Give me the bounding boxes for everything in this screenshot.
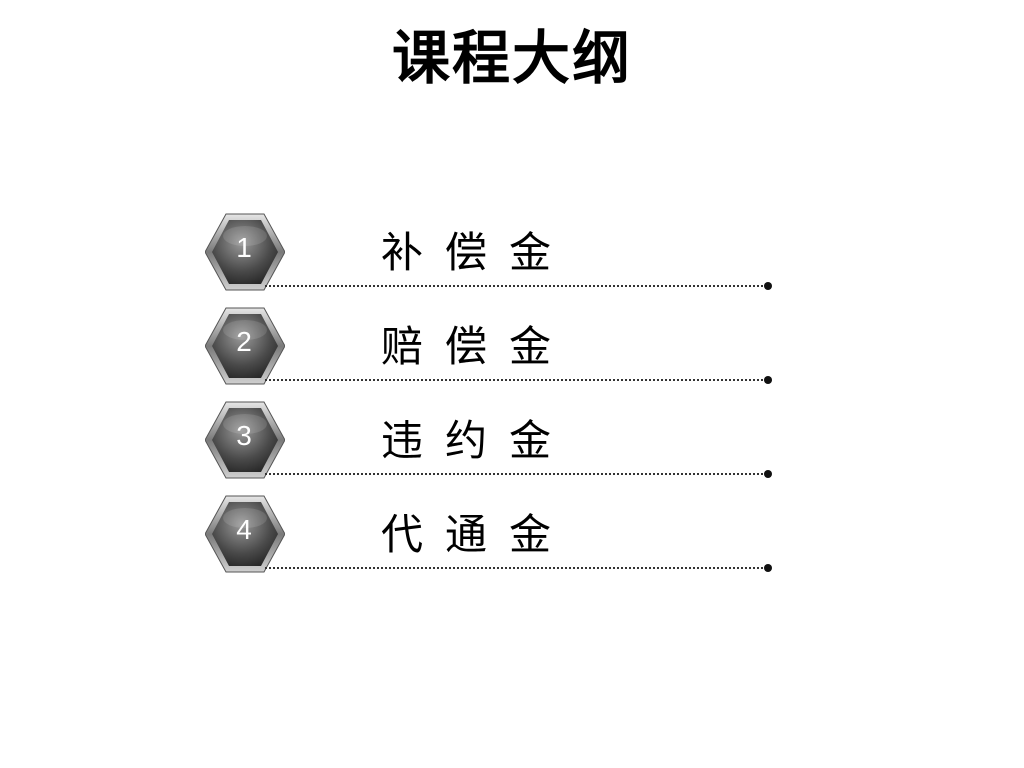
outline-item: 4 代通金	[205, 494, 785, 574]
dot-end-icon	[764, 282, 772, 290]
dotted-line	[265, 379, 767, 381]
outline-item: 3 违约金	[205, 400, 785, 480]
dotted-line	[265, 567, 767, 569]
dot-end-icon	[764, 376, 772, 384]
dot-end-icon	[764, 564, 772, 572]
slide-title: 课程大纲	[391, 24, 632, 92]
item-label: 补偿金	[381, 228, 574, 277]
dot-end-icon	[764, 470, 772, 478]
badge-number: 3	[236, 420, 252, 451]
item-label: 赔偿金	[381, 322, 574, 371]
dotted-line	[265, 285, 767, 287]
outline-item: 1 补偿金	[205, 212, 785, 292]
item-label: 代通金	[381, 510, 574, 559]
hexagon-badge-icon: 2	[205, 306, 285, 386]
badge-number: 4	[236, 514, 252, 545]
hexagon-badge-icon: 3	[205, 400, 285, 480]
item-label: 违约金	[381, 416, 574, 465]
hexagon-badge-icon: 1	[205, 212, 285, 292]
badge-number: 1	[236, 232, 252, 263]
outline-item: 2 赔偿金	[205, 306, 785, 386]
badge-number: 2	[236, 326, 252, 357]
dotted-line	[265, 473, 767, 475]
hexagon-badge-icon: 4	[205, 494, 285, 574]
